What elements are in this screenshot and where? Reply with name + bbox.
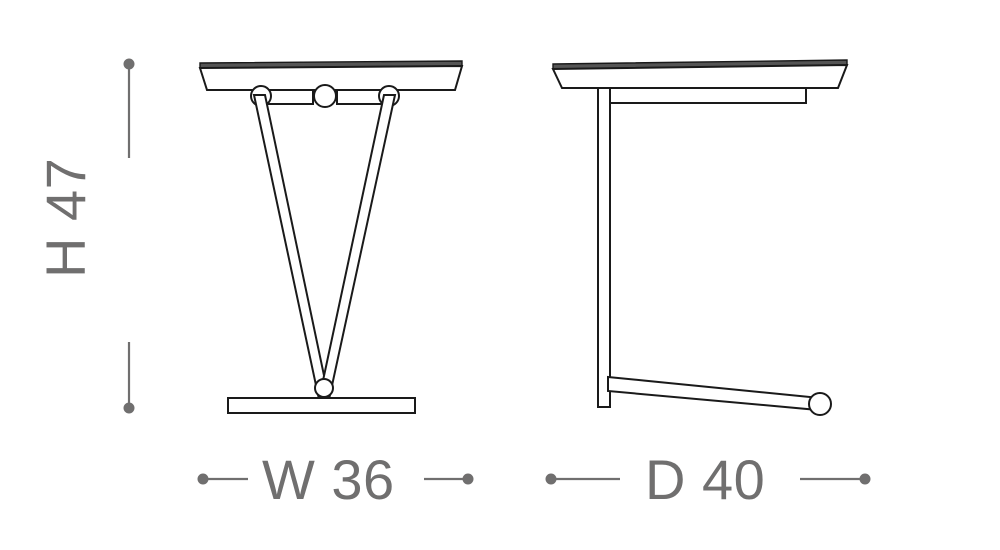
depth-dimension-label: D 40 [645, 448, 766, 511]
depth-dim-dot-right [859, 473, 871, 485]
dimension-lines-group [123, 58, 871, 485]
front-leg-joint-circle [314, 378, 334, 398]
side-tabletop-slab [551, 63, 849, 89]
side-apron-rail [607, 87, 807, 104]
width-dimension-label: W 36 [262, 448, 395, 511]
side-angled-foot [607, 375, 822, 412]
front-base-bar [227, 397, 416, 414]
side-view-group [551, 59, 849, 416]
front-view-group [198, 60, 464, 414]
height-dimension-label: H 47 [34, 157, 97, 278]
width-dim-dot-right [462, 473, 474, 485]
side-vertical-post [597, 87, 611, 408]
height-dim-dot-top [123, 58, 135, 70]
front-joint-center-circle [313, 84, 337, 108]
front-leg-right [316, 94, 397, 405]
side-foot-cap-circle [808, 392, 832, 416]
front-leg-left [252, 94, 332, 405]
height-dim-dot-bottom [123, 402, 135, 414]
